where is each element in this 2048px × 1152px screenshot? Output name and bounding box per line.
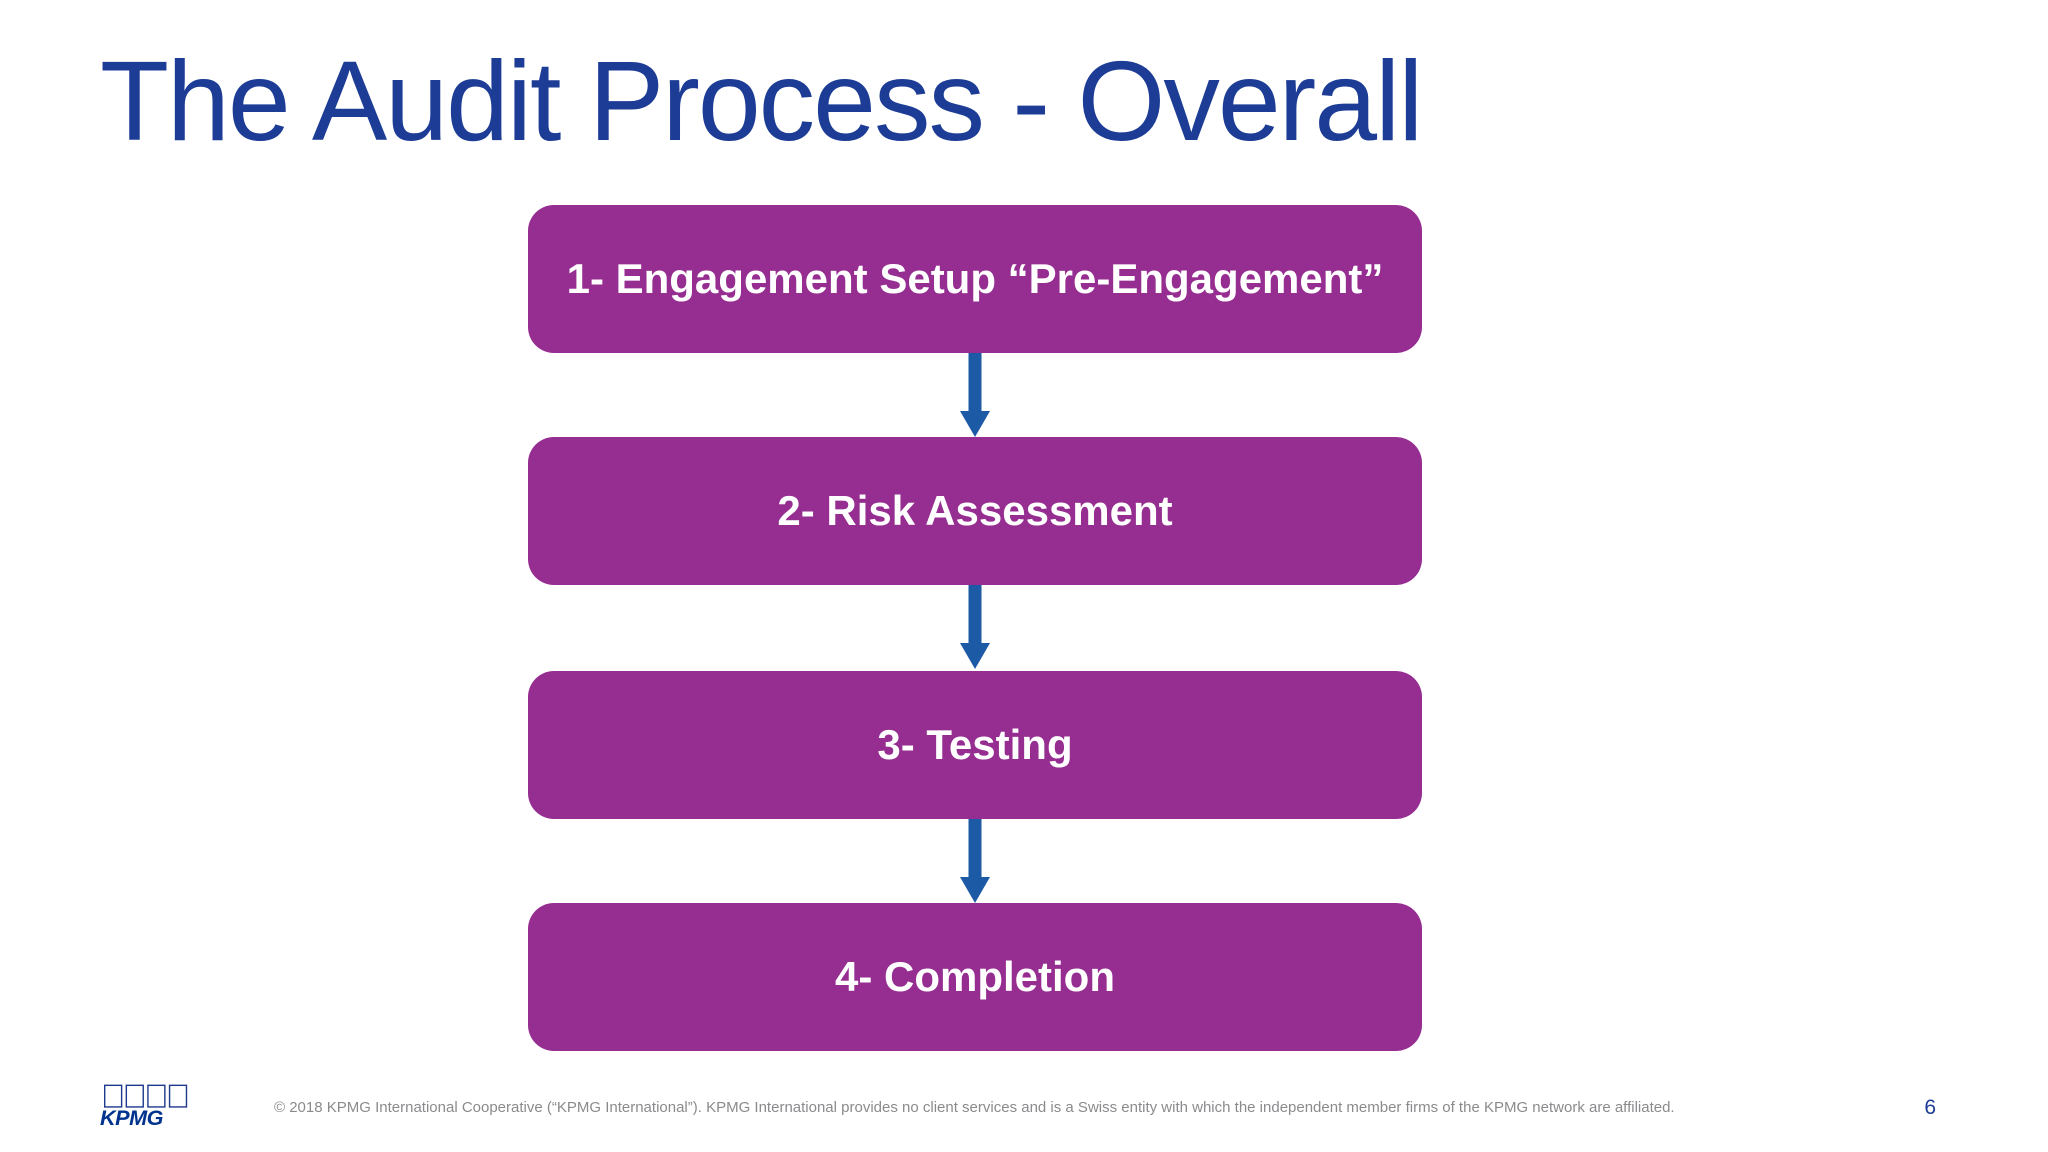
kpmg-logo: KPMG — [100, 1084, 188, 1130]
slide-title: The Audit Process - Overall — [100, 38, 1423, 164]
kpmg-logo-rectangles — [103, 1084, 188, 1108]
arrow-head — [960, 643, 990, 669]
flow-step-1-engagement-setup: 1- Engagement Setup “Pre-Engagement” — [528, 205, 1422, 353]
arrow-head — [960, 877, 990, 903]
down-arrow-icon — [960, 585, 990, 669]
footer-copyright: © 2018 KPMG International Cooperative (“… — [274, 1099, 1675, 1116]
flow-step-2-risk-assessment: 2- Risk Assessment — [528, 437, 1422, 585]
down-arrow-icon — [960, 353, 990, 437]
arrow-head — [960, 411, 990, 437]
slide-footer: KPMG © 2018 KPMG International Cooperati… — [0, 1074, 2048, 1152]
arrow-shaft — [968, 585, 982, 645]
arrow-shaft — [968, 353, 982, 413]
flow-step-label: 2- Risk Assessment — [777, 487, 1173, 534]
flow-step-label: 3- Testing — [877, 721, 1073, 768]
arrow-shaft — [968, 819, 982, 879]
down-arrow-icon — [960, 819, 990, 903]
flow-step-4-completion: 4- Completion — [528, 903, 1422, 1051]
page-number: 6 — [1924, 1096, 1936, 1119]
flow-step-3-testing: 3- Testing — [528, 671, 1422, 819]
flow-step-label: 4- Completion — [835, 953, 1115, 1000]
flow-step-label: 1- Engagement Setup “Pre-Engagement” — [566, 255, 1384, 302]
kpmg-logo-text: KPMG — [100, 1105, 164, 1130]
